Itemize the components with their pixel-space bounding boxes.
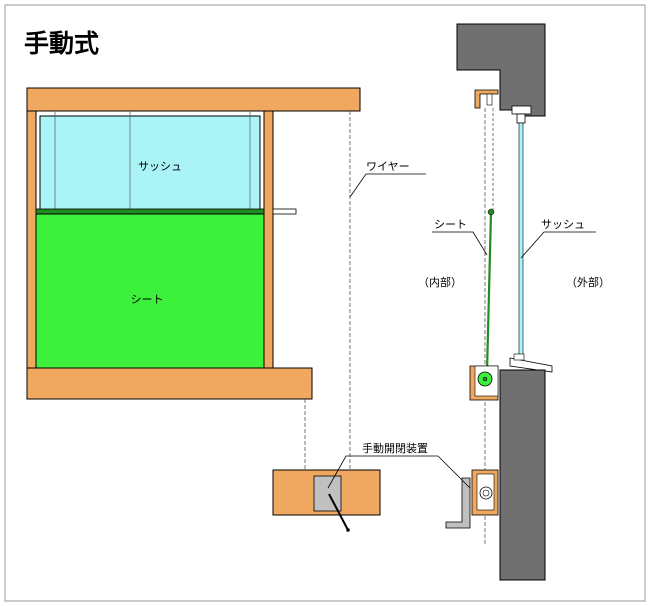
sheet-side-leader [432,231,488,256]
sash-side-label: サッシュ [541,218,585,231]
sash-front-label: サッシュ [138,160,182,173]
bottom-sill [26,367,313,400]
right-post [263,110,274,370]
manual-device-leader-side [437,455,471,489]
side-crank-handle [445,477,471,529]
manual-device-label: 手動開閉装置 [362,441,428,455]
sheet-front-label: シート [131,293,164,306]
wire-leader [349,173,426,198]
lower-wall [499,369,546,581]
top-header-beam [26,87,361,112]
manual-device-leader [327,455,438,489]
top-pulley [486,93,493,106]
front-view: サッシュ シート ワイヤー 手動開閉装置 [26,87,438,532]
crank-handle [328,493,349,531]
sheet-roller-axle [482,376,488,382]
sash-side-leader [520,231,596,259]
sheet-panel [35,213,265,369]
wire-label: ワイヤー [366,160,410,173]
crank-knob [346,528,350,532]
sash-bottom-stem [513,353,525,361]
diagram-border [4,4,646,602]
exterior-label: （外部） [566,275,610,289]
sash-glass [39,115,261,212]
sheet-top-bar [35,208,265,215]
sheet-handle [272,208,297,215]
diagram-title: 手動式 [24,29,99,58]
top-bracket [474,89,499,109]
side-device-gear-axle [482,489,490,497]
upper-wall [456,23,546,117]
sash-top-fitting-stem [516,113,526,124]
sash-bottom-fitting [509,357,553,373]
sash-side-glass [518,122,524,361]
manual-device-plate [313,475,342,512]
sash-top-fitting [511,105,532,115]
left-post [26,110,37,370]
side-view: シート サッシュ （内部） （外部） [418,23,610,581]
sheet-top-node [487,208,495,216]
sheet-side-line [485,211,493,373]
sheet-side-label: シート [434,218,467,231]
interior-label: （内部） [418,275,462,289]
